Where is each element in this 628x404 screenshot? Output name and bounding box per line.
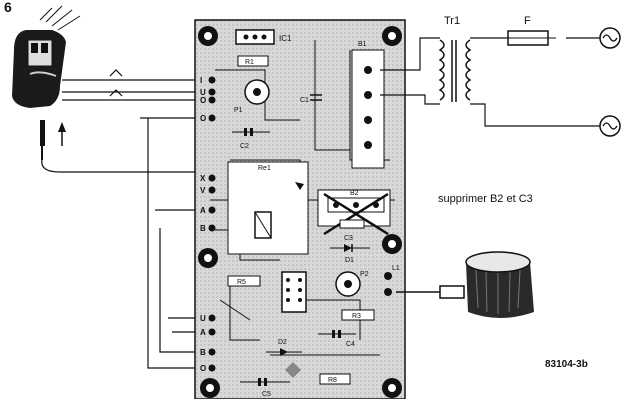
pin-label-10: A bbox=[200, 328, 206, 337]
fuse-label: F bbox=[524, 15, 531, 27]
pin-label-1: I bbox=[200, 76, 202, 85]
capacitor-c1 bbox=[310, 94, 322, 101]
pin-label-3: O bbox=[200, 96, 206, 105]
capacitor-c2 bbox=[232, 128, 270, 136]
terminal-block-b1 bbox=[364, 66, 372, 149]
capacitor-c4 bbox=[318, 330, 356, 338]
instruction-note: supprimer B2 et C3 bbox=[438, 193, 533, 205]
transformer-label: Tr1 bbox=[444, 15, 460, 27]
label-b2: B2 bbox=[350, 190, 359, 197]
relay-re1 bbox=[254, 182, 304, 239]
pin-label-12: O bbox=[200, 364, 206, 373]
label-c1: C1 bbox=[300, 97, 309, 104]
pin-label-7: A bbox=[200, 206, 206, 215]
fuse-icon bbox=[500, 30, 556, 46]
mains-wiring bbox=[380, 37, 600, 127]
resistor-r3 bbox=[341, 309, 375, 321]
pin-label-11: B bbox=[200, 348, 206, 357]
transformer-icon bbox=[438, 39, 472, 102]
battery-wires bbox=[41, 69, 206, 369]
pin-label-9: U bbox=[200, 314, 206, 323]
label-r3: R3 bbox=[352, 313, 361, 320]
label-ic1: IC1 bbox=[279, 34, 292, 43]
pin-label-5: X bbox=[200, 174, 206, 183]
pin-label-4: O bbox=[200, 114, 206, 123]
label-r8: R8 bbox=[328, 377, 337, 384]
label-re1: Re1 bbox=[258, 165, 271, 172]
label-c3: C3 bbox=[344, 235, 353, 242]
battery-pack-icon bbox=[12, 5, 81, 108]
potentiometer-p2 bbox=[335, 271, 361, 297]
label-r5: R5 bbox=[237, 279, 246, 286]
diode-d1 bbox=[330, 244, 370, 252]
potentiometer-p1 bbox=[244, 79, 270, 105]
ic1-socket bbox=[235, 29, 275, 45]
resistor-r8 bbox=[319, 373, 351, 385]
label-l1: L1 bbox=[392, 265, 400, 272]
pin-label-2: U bbox=[200, 88, 206, 97]
b2-c3-crossed bbox=[323, 192, 389, 236]
terminal-l1 bbox=[384, 272, 392, 296]
label-b1: B1 bbox=[358, 41, 367, 48]
pin-label-6: V bbox=[200, 186, 206, 195]
diamond-pad bbox=[285, 362, 301, 378]
label-p2: P2 bbox=[360, 271, 369, 278]
capacitor-c5 bbox=[240, 378, 290, 386]
resistor-r1 bbox=[237, 55, 269, 67]
ic-socket-middle bbox=[281, 271, 307, 313]
diode-d2 bbox=[266, 348, 302, 356]
resistor-r5 bbox=[227, 275, 261, 287]
label-c5: C5 bbox=[262, 391, 271, 398]
label-c4: C4 bbox=[346, 341, 355, 348]
probe-icon bbox=[40, 120, 66, 160]
label-d2: D2 bbox=[278, 339, 287, 346]
label-c2: C2 bbox=[240, 143, 249, 150]
figure-code: 83104-3b bbox=[545, 359, 588, 370]
label-r1: R1 bbox=[245, 59, 254, 66]
ac-source-icon bbox=[599, 27, 621, 137]
left-pin-column: I U O O X V A B U A B O bbox=[200, 76, 216, 373]
label-p1: P1 bbox=[234, 107, 243, 114]
figure-number: 6 bbox=[4, 0, 12, 15]
label-d1: D1 bbox=[345, 257, 354, 264]
knob-icon bbox=[396, 251, 534, 318]
pin-label-8: B bbox=[200, 224, 206, 233]
screw-hole-icon bbox=[198, 26, 402, 398]
